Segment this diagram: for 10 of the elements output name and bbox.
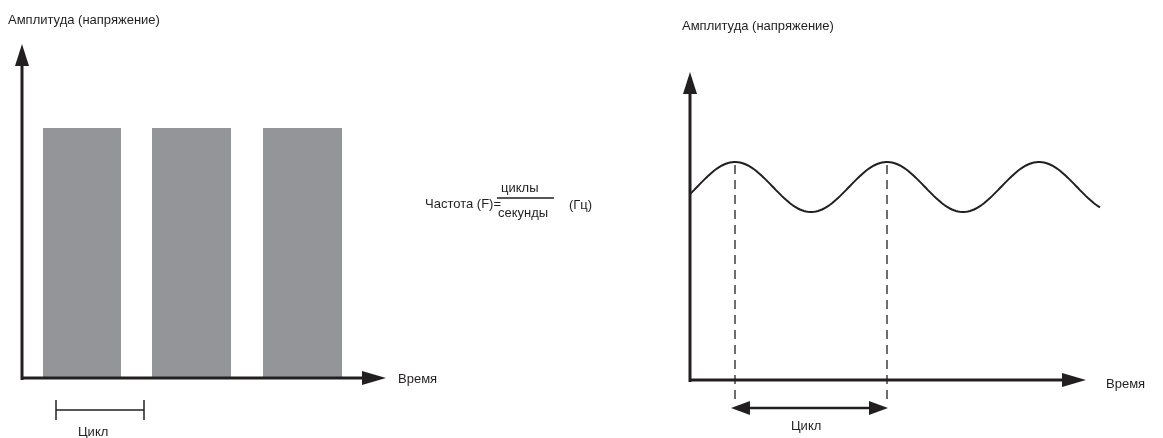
formula-text: (Гц) [569, 197, 593, 212]
dimension-label: Цикл [791, 418, 822, 433]
axis-title: Амплитуда (напряжение) [8, 12, 160, 27]
axis-label: Время [398, 371, 438, 386]
formula-text: секунды [498, 205, 549, 220]
dimension-label: Цикл [78, 424, 109, 438]
formula-text: Частота (F)= [425, 196, 501, 211]
axis-label: Время [1106, 376, 1146, 391]
formula-text: циклы [501, 180, 539, 195]
axis-title: Амплитуда (напряжение) [682, 18, 834, 33]
